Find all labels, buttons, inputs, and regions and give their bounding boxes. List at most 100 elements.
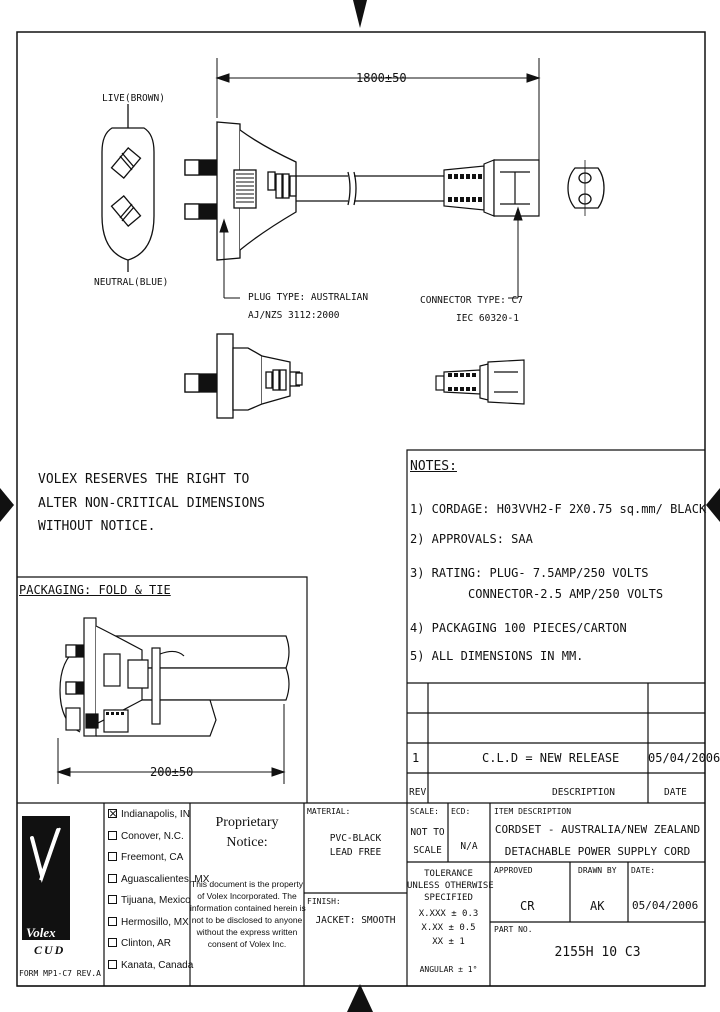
location-item: Indianapolis, IN	[108, 809, 190, 820]
location-label: Tijuana, Mexico	[121, 895, 191, 906]
tolerance-value-3: XX ± 1	[432, 937, 465, 947]
volex-logo	[22, 816, 70, 940]
disclaimer-line-3: WITHOUT NOTICE.	[38, 519, 156, 534]
revision-number: 1	[412, 751, 420, 765]
location-item: Kanata, Canada	[108, 959, 194, 971]
proprietary-text-1: This document is the property	[191, 879, 303, 889]
proprietary-title: Proprietary	[215, 815, 279, 830]
drawn-by-label: DRAWN BY	[578, 866, 617, 875]
location-label: Indianapolis, IN	[121, 809, 190, 820]
note-3-cont: CONNECTOR-2.5 AMP/250 VOLTS	[468, 587, 664, 601]
length-dimension	[215, 58, 541, 160]
approved-label: APPROVED	[494, 866, 533, 875]
location-checkbox	[108, 895, 117, 904]
proprietary-text-5: without the express written	[196, 927, 298, 937]
location-checkbox	[108, 959, 117, 969]
location-item: Hermosillo, MX	[108, 916, 189, 928]
cud-logo-text: CUD	[34, 943, 66, 957]
plug-face-view	[101, 104, 155, 272]
part-number-label: PART NO.	[494, 925, 533, 934]
plug-standard-label: AJ/NZS 3112:2000	[248, 310, 340, 321]
neutral-label: NEUTRAL(BLUE)	[94, 277, 169, 288]
notes-box	[406, 449, 705, 803]
center-mark-top	[353, 0, 367, 28]
location-checkbox	[108, 938, 117, 947]
notes-title: NOTES:	[410, 459, 457, 474]
part-number-value: 2155H 10 C3	[554, 945, 641, 960]
tolerance-value-2: X.XX ± 0.5	[421, 923, 476, 933]
location-item: Freemont, CA	[108, 852, 183, 863]
approved-value: CR	[520, 899, 535, 913]
connector-side-view	[443, 159, 540, 217]
item-description-label: ITEM DESCRIPTION	[494, 807, 572, 816]
center-mark-right	[706, 488, 720, 522]
finish-value: JACKET: SMOOTH	[315, 915, 396, 926]
connector-type-label: CONNECTOR TYPE: C7	[420, 295, 523, 306]
material-value-1: PVC-BLACK	[329, 833, 382, 844]
location-item: Clinton, AR	[108, 938, 171, 949]
location-label: Aguascalientes, MX	[121, 873, 210, 885]
plug-type-label: PLUG TYPE: AUSTRALIAN	[248, 292, 369, 303]
packaging-drawing	[59, 617, 290, 737]
note-5: 5) ALL DIMENSIONS IN MM.	[410, 649, 584, 663]
tolerance-line-1: TOLERANCE	[424, 869, 473, 879]
location-label: Freemont, CA	[121, 852, 184, 863]
tolerance-line-2: UNLESS OTHERWISE	[407, 881, 494, 891]
material-label: MATERIAL:	[307, 807, 351, 816]
proprietary-text-6: consent of Volex Inc.	[207, 939, 287, 949]
note-4: 4) PACKAGING 100 PIECES/CARTON	[410, 621, 627, 635]
scale-label: SCALE:	[410, 807, 439, 816]
item-description-1: CORDSET - AUSTRALIA/NEW ZEALAND	[494, 823, 701, 836]
proprietary-text-4: not to be disclosed to anyone	[191, 915, 303, 925]
date-value: 05/04/2006	[632, 899, 699, 912]
material-value-2: LEAD FREE	[329, 847, 382, 858]
note-1: 1) CORDAGE: H03VVH2-F 2X0.75 sq.mm/ BLAC…	[410, 502, 707, 516]
location-item: Conover, N.C.	[108, 830, 184, 842]
volex-logo-text: Volex	[26, 925, 56, 940]
connector-standard-label: IEC 60320-1	[456, 313, 519, 324]
location-item: Aguascalientes, MX	[108, 873, 210, 885]
location-label: Clinton, AR	[121, 938, 172, 949]
location-checkbox	[108, 873, 117, 883]
date-header: DATE	[664, 787, 687, 798]
center-mark-left	[0, 488, 14, 522]
description-header: DESCRIPTION	[552, 787, 615, 798]
revision-date: 05/04/2006	[648, 751, 720, 765]
packaging-title: PACKAGING: FOLD & TIE	[19, 583, 171, 597]
proprietary-title-2: Notice:	[226, 835, 268, 850]
location-checkbox	[108, 809, 117, 818]
proprietary-text-2: of Volex Incorporated. The	[197, 891, 297, 901]
location-checkbox	[108, 916, 117, 926]
disclaimer-line-2: ALTER NON-CRITICAL DIMENSIONS	[38, 496, 265, 511]
location-checkbox	[108, 830, 117, 840]
leader-lines	[219, 206, 523, 299]
drawn-by-value: AK	[590, 899, 605, 913]
tolerance-line-3: SPECIFIED	[424, 893, 473, 903]
scale-value-2: SCALE	[413, 845, 442, 856]
tolerance-value-1: X.XXX ± 0.3	[418, 909, 479, 919]
packaging-dimension	[56, 704, 286, 784]
scale-value-1: NOT TO	[410, 827, 445, 838]
packaging-dimension-label: 200±50	[150, 765, 194, 779]
length-dimension-label: 1800±50	[356, 71, 407, 85]
location-label: Conover, N.C.	[121, 830, 184, 842]
proprietary-text-3: information contained herein is	[190, 903, 306, 913]
item-description-2: DETACHABLE POWER SUPPLY CORD	[504, 845, 691, 858]
location-item: Tijuana, Mexico	[108, 895, 191, 906]
form-number: FORM MP1-C7 REV.A	[19, 969, 101, 978]
connector-bottom-view	[435, 359, 525, 405]
rev-header: REV	[409, 787, 427, 798]
angular-tolerance: ANGULAR ± 1°	[419, 965, 478, 974]
finish-label: FINISH:	[307, 897, 341, 906]
plug-side-view	[184, 121, 444, 261]
live-label: LIVE(BROWN)	[102, 93, 165, 104]
revision-description: C.L.D = NEW RELEASE	[482, 751, 620, 765]
date-label: DATE:	[631, 866, 656, 875]
title-block-grid	[17, 803, 705, 987]
ecd-value: N/A	[460, 841, 478, 852]
location-label: Hermosillo, MX	[121, 916, 189, 928]
packaging-box	[17, 576, 705, 804]
location-label: Kanata, Canada	[121, 959, 194, 971]
note-3: 3) RATING: PLUG- 7.5AMP/250 VOLTS	[410, 566, 649, 580]
